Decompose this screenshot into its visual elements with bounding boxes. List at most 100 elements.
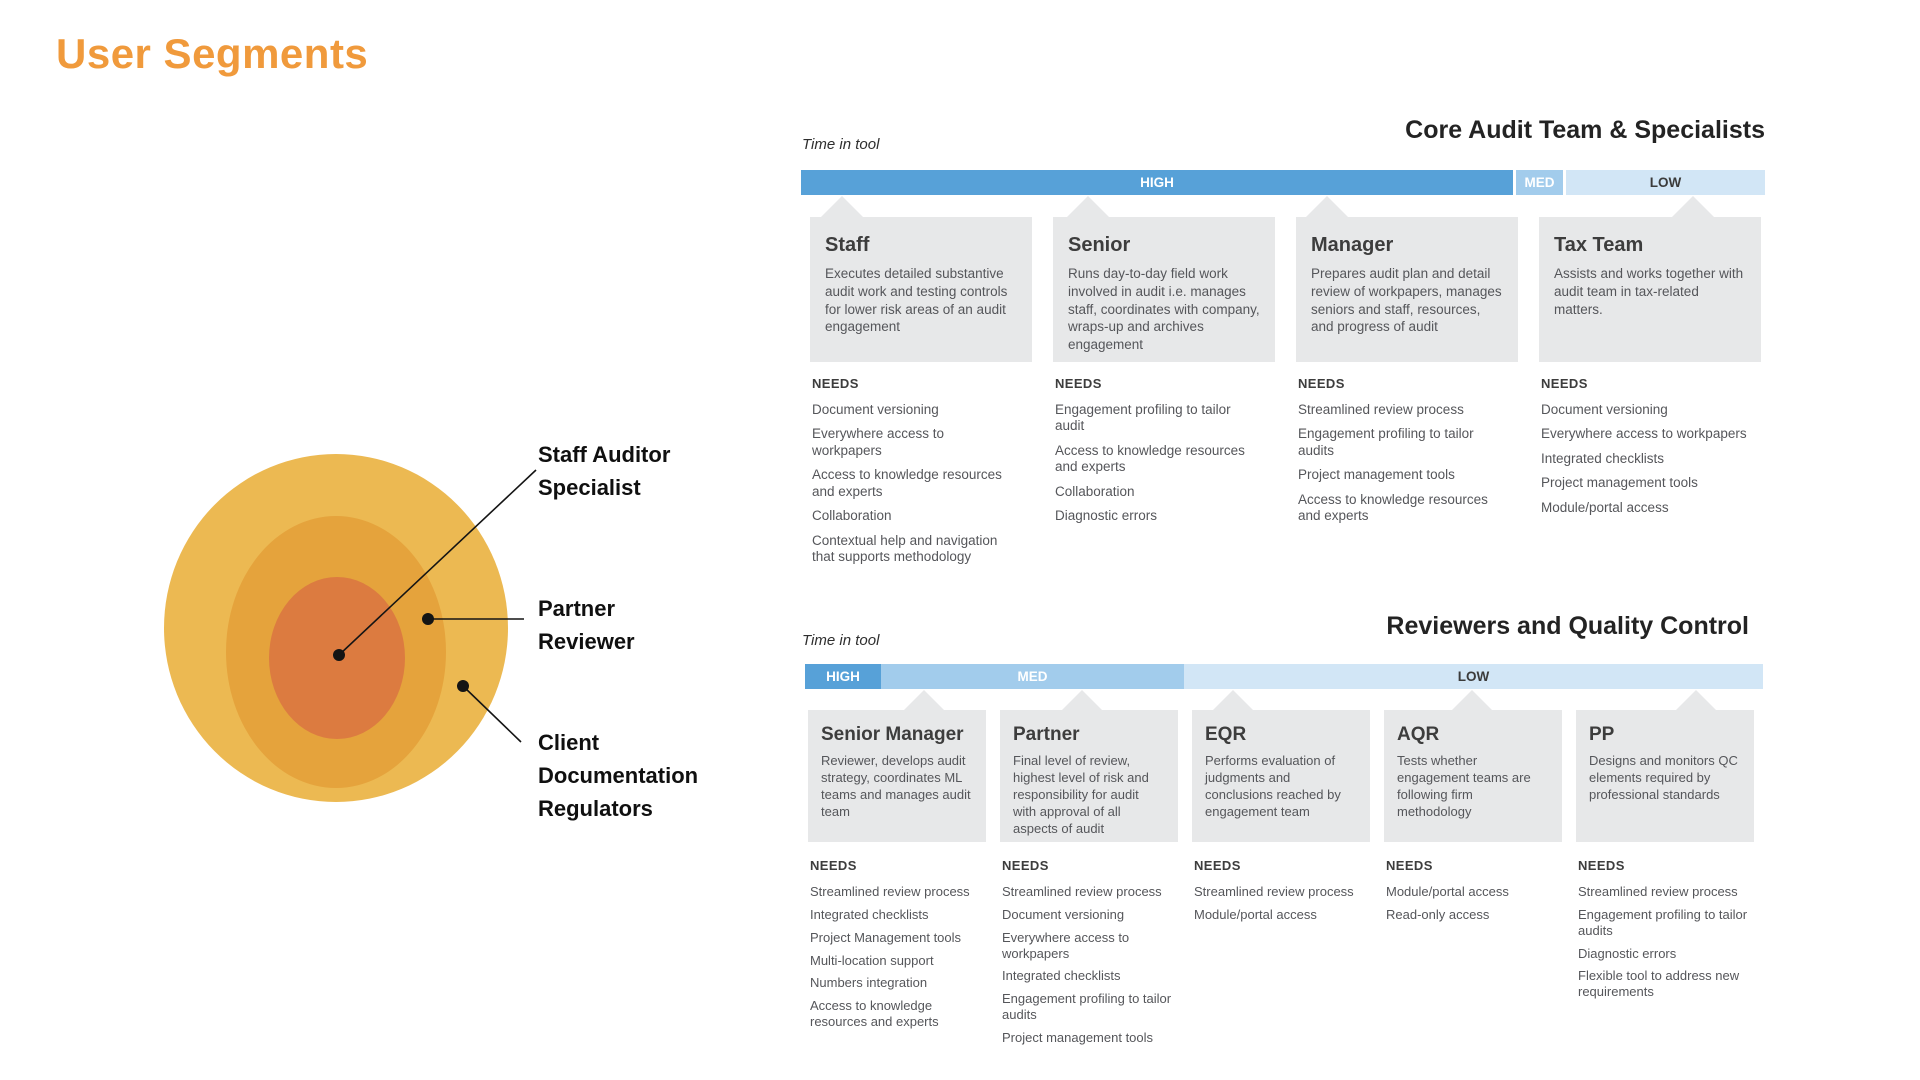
- need-item: Project management tools: [1298, 467, 1455, 483]
- pointer-arrow-partner: [1062, 690, 1102, 710]
- pointer-arrow-aqr: [1452, 690, 1492, 710]
- segment-label-line: Regulators: [538, 796, 653, 821]
- marker-dot-client: [457, 680, 469, 692]
- need-item: Everywhere access to workpapers: [812, 426, 945, 458]
- needs-heading: NEEDS: [1541, 376, 1588, 391]
- persona-card-staff: Staff Executes detailed substantive audi…: [810, 217, 1032, 362]
- persona-title: PP: [1589, 724, 1615, 745]
- need-item: Document versioning: [812, 402, 939, 417]
- pointer-arrow-manager: [1306, 196, 1348, 217]
- ring-client-documentation-regulators: [164, 454, 508, 802]
- need-item: Collaboration: [1055, 483, 1135, 499]
- need-item: Engagement profiling to tailor audits: [1578, 906, 1748, 938]
- needs-heading: NEEDS: [1298, 376, 1345, 391]
- needs-heading: NEEDS: [1194, 858, 1241, 873]
- pointer-arrow-pp: [1676, 690, 1716, 710]
- persona-title: Tax Team: [1554, 234, 1644, 256]
- persona-description: Performs evaluation of judgments and con…: [1205, 753, 1341, 819]
- pointer-arrow-eqr: [1213, 690, 1253, 710]
- need-item: Collaboration: [812, 508, 892, 524]
- ring-partner-reviewer: [226, 516, 446, 788]
- need-item: Streamlined review process: [1194, 884, 1354, 899]
- pointer-arrow-staff: [821, 196, 863, 217]
- segment-label-line: Staff Auditor: [538, 442, 671, 467]
- needs-heading: NEEDS: [1578, 858, 1625, 873]
- pointer-arrow-tax-team: [1672, 196, 1714, 217]
- persona-title: Staff: [825, 234, 870, 256]
- needs-heading: NEEDS: [1002, 858, 1049, 873]
- time-in-tool-bar-1: HIGH MED LOW: [801, 170, 1765, 195]
- persona-card-partner: Partner Final level of review, highest l…: [1000, 710, 1178, 842]
- needs-heading: NEEDS: [1386, 858, 1433, 873]
- need-item: Project management tools: [1541, 475, 1698, 491]
- persona-title: EQR: [1205, 724, 1247, 745]
- persona-description: Runs day-to-day field work involved in a…: [1068, 266, 1260, 353]
- need-item: Access to knowledge resources and expert…: [1298, 491, 1488, 524]
- need-item: Document versioning: [1541, 402, 1668, 417]
- persona-card-manager: Manager Prepares audit plan and detail r…: [1296, 217, 1518, 362]
- bar2-segment-high: HIGH: [805, 664, 881, 689]
- need-item: Project Management tools: [810, 929, 962, 945]
- ring-staff-auditor-specialist: [269, 577, 405, 739]
- page-title: User Segments: [56, 30, 369, 77]
- need-item: Diagnostic errors: [1055, 508, 1158, 524]
- need-item: Integrated checklists: [1002, 968, 1121, 984]
- bar2-segment-low: LOW: [1183, 664, 1763, 689]
- segment-label-line: Specialist: [538, 475, 641, 500]
- panel-title-core-audit-team: Core Audit Team & Specialists: [1405, 116, 1765, 144]
- needs-heading: NEEDS: [810, 858, 857, 873]
- persona-card-pp: PP Designs and monitors QC elements requ…: [1576, 710, 1754, 842]
- persona-description: Final level of review, highest level of …: [1013, 753, 1149, 836]
- persona-description: Tests whether engagement teams are follo…: [1397, 753, 1531, 819]
- need-item: Project management tools: [1002, 1030, 1154, 1046]
- persona-description: Assists and works together with audit te…: [1554, 266, 1744, 317]
- persona-description: Executes detailed substantive audit work…: [825, 266, 1008, 335]
- persona-description: Prepares audit plan and detail review of…: [1311, 266, 1502, 335]
- persona-card-tax-team: Tax Team Assists and works together with…: [1539, 217, 1761, 362]
- segment-label-line: Documentation: [538, 763, 699, 788]
- segment-label-line: Partner: [538, 596, 616, 621]
- needs-list-senior: NEEDS Engagement profiling to tailor aud…: [1055, 376, 1250, 533]
- persona-title: Manager: [1311, 234, 1394, 256]
- marker-dot-partner: [422, 613, 434, 625]
- need-item: Diagnostic errors: [1578, 945, 1677, 961]
- need-item: Access to knowledge resources and expert…: [1055, 442, 1245, 475]
- segment-label-line: Client: [538, 730, 600, 755]
- persona-card-eqr: EQR Performs evaluation of judgments and…: [1192, 710, 1370, 842]
- pointer-arrow-senior-manager: [904, 690, 944, 710]
- need-item: Flexible tool to address new requirement…: [1578, 968, 1740, 1000]
- need-item: Engagement profiling to tailor audit: [1055, 402, 1231, 434]
- segment-label-line: Reviewer: [538, 629, 635, 654]
- need-item: Module/portal access: [1541, 499, 1669, 515]
- need-item: Integrated checklists: [1541, 450, 1665, 466]
- bar1-segment-low: LOW: [1563, 170, 1765, 195]
- need-item: Streamlined review process: [1578, 884, 1738, 899]
- time-in-tool-bar-2: HIGH MED LOW: [805, 664, 1763, 689]
- persona-card-senior-manager: Senior Manager Reviewer, develops audit …: [808, 710, 986, 842]
- needs-heading: NEEDS: [812, 376, 859, 391]
- marker-dot-staff: [333, 649, 345, 661]
- leader-line-staff: [338, 469, 537, 656]
- need-item: Streamlined review process: [1002, 884, 1162, 899]
- bar1-segment-med: MED: [1513, 170, 1564, 195]
- persona-description: Designs and monitors QC elements require…: [1589, 753, 1738, 802]
- need-item: Multi-location support: [810, 952, 934, 968]
- need-item: Module/portal access: [1194, 906, 1317, 922]
- time-in-tool-label-2: Time in tool: [802, 632, 880, 649]
- bar2-segment-med: MED: [880, 664, 1184, 689]
- need-item: Everywhere access to workpapers: [1002, 929, 1130, 961]
- persona-title: Partner: [1013, 724, 1080, 745]
- persona-title: Senior Manager: [821, 724, 964, 745]
- persona-description: Reviewer, develops audit strategy, coord…: [821, 753, 971, 819]
- need-item: Numbers integration: [810, 975, 928, 991]
